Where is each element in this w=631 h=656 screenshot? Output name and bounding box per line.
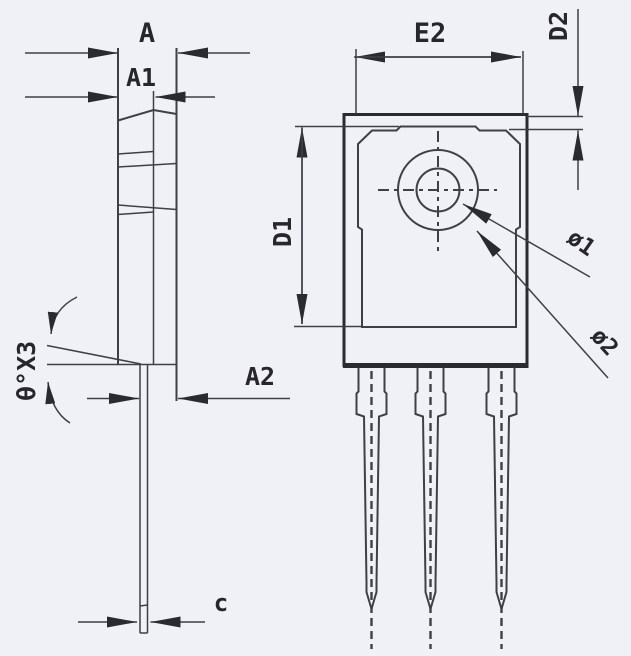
dim-label-d2: D2 <box>544 11 573 41</box>
angle-arrow-upper <box>47 296 78 335</box>
dim-label-e2: E2 <box>414 18 447 49</box>
dia-label-2: ø2 <box>585 323 623 361</box>
angle-label: θ°X3 <box>12 341 41 401</box>
dim-a2: A2 <box>87 362 290 404</box>
dim-e2: E2 <box>354 18 524 114</box>
dim-label-a1: A1 <box>126 63 156 92</box>
dim-label-a2: A2 <box>245 362 275 391</box>
dim-d2: D2 <box>509 9 584 190</box>
side-feature-line <box>117 162 177 168</box>
dia-label-1: ø1 <box>562 225 600 262</box>
dim-d1: D1 <box>268 125 399 328</box>
dim-a1: A1 <box>25 63 215 103</box>
lead-tip-mark <box>139 604 148 607</box>
body-outline <box>357 125 521 328</box>
side-lead <box>139 364 149 634</box>
angle-callout: θ°X3 <box>12 296 78 424</box>
dim-label-d1: D1 <box>268 217 297 247</box>
draft-angle-line <box>46 344 142 365</box>
dim-label-a: A <box>139 18 155 49</box>
dim-label-c: c <box>214 589 228 617</box>
side-feature-line <box>117 211 154 216</box>
side-feature-line <box>117 150 154 155</box>
dia-callout-1: ø1 <box>462 203 600 278</box>
side-body-top-edge <box>117 108 177 122</box>
front-leads <box>355 367 518 649</box>
dim-a: A <box>25 18 250 59</box>
front-view: E2 D2 D1 ø1 ø2 <box>268 9 623 649</box>
dim-c: c <box>78 589 228 628</box>
side-view: A A1 A2 c θ°X3 <box>12 18 290 634</box>
side-feature-line <box>117 204 177 211</box>
angle-arrow-lower <box>45 381 71 424</box>
dia-callout-2: ø2 <box>476 230 623 379</box>
